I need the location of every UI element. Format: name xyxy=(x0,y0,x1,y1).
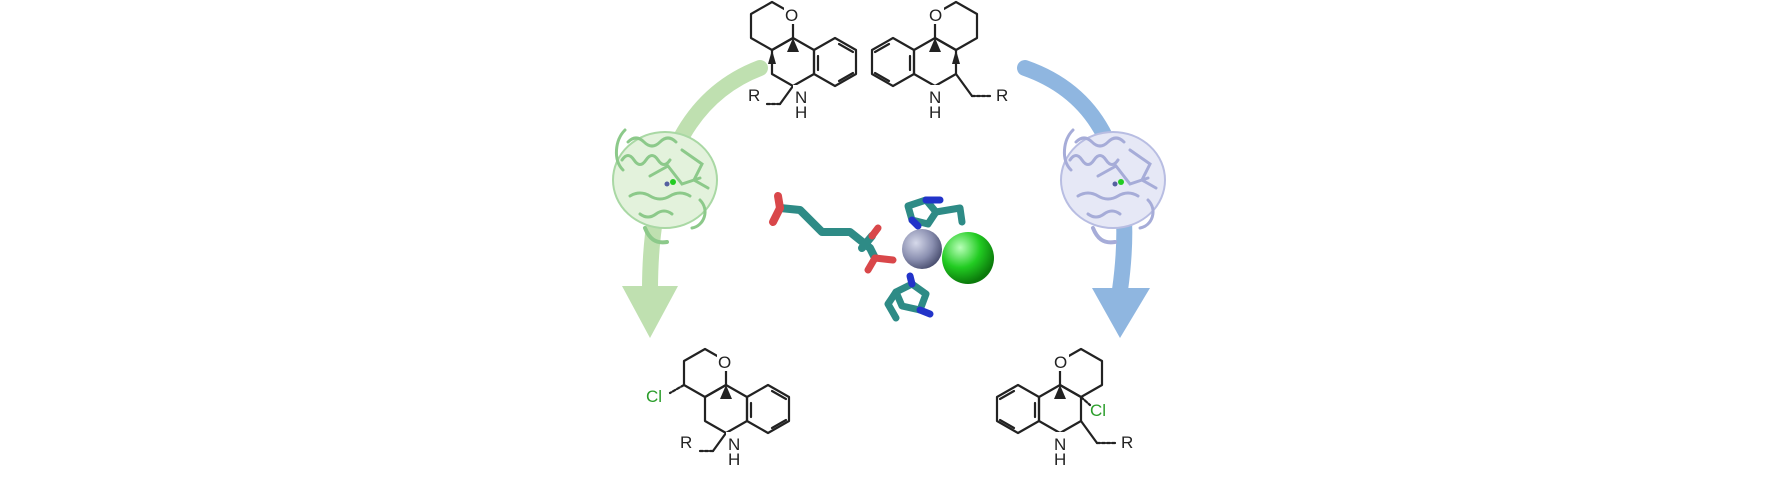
amine-label: N xyxy=(795,88,807,107)
active-site-stick-model-icon xyxy=(769,192,966,322)
amine-h-label: H xyxy=(1054,450,1066,469)
bottom-right-product: O N H R Cl xyxy=(995,347,1133,469)
amine-label: N xyxy=(728,435,740,454)
substituent-label: R xyxy=(748,86,760,105)
green-enzyme-ribbon-icon xyxy=(612,128,718,245)
ring-oxygen-label: O xyxy=(929,6,942,25)
substituent-label: R xyxy=(680,433,692,452)
blue-enzyme-ribbon-icon xyxy=(1060,128,1166,245)
amine-h-label: H xyxy=(728,450,740,469)
amine-label: N xyxy=(929,88,941,107)
chlorine-label: Cl xyxy=(646,387,662,406)
ring-oxygen-label: O xyxy=(785,6,798,25)
substituent-label: R xyxy=(996,86,1008,105)
chloride-sphere xyxy=(942,232,994,284)
substituent-label: R xyxy=(1121,433,1133,452)
bottom-left-product: O N H R Cl xyxy=(646,347,791,469)
top-left-substrate: O N H R xyxy=(748,0,858,122)
ring-oxygen-label: O xyxy=(1054,353,1067,372)
ring-oxygen-label: O xyxy=(718,353,731,372)
amine-h-label: H xyxy=(795,103,807,122)
top-right-substrate: O N H R xyxy=(870,0,1008,122)
amine-h-label: H xyxy=(929,103,941,122)
chlorine-label: Cl xyxy=(1090,401,1106,420)
amine-label: N xyxy=(1054,435,1066,454)
iron-sphere xyxy=(902,229,942,269)
